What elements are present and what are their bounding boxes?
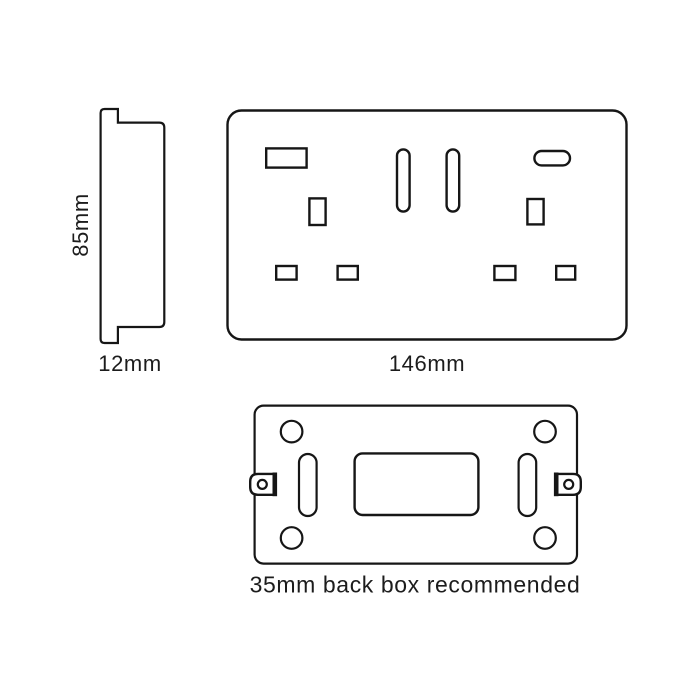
fixing-hole-top-left	[279, 419, 304, 444]
fixing-hole-top-right	[533, 419, 557, 444]
backbox-caption: 35mm back box recommended	[249, 571, 581, 598]
live-pin-slot-left	[275, 264, 298, 281]
rocker-switch-left	[395, 148, 411, 213]
screw-lug-left	[249, 472, 276, 496]
mounting-slot-right	[517, 452, 538, 518]
earth-pin-slot-left	[308, 197, 327, 227]
side-profile-outline	[99, 107, 166, 345]
side-profile-view	[99, 107, 166, 345]
height-dimension-label: 85mm	[68, 193, 93, 257]
mounting-slot-left	[297, 452, 318, 518]
usb-c-port	[533, 149, 572, 167]
rocker-switch-right	[445, 148, 461, 213]
depth-dimension-label: 12mm	[98, 351, 162, 376]
neutral-pin-slot-right	[555, 264, 577, 281]
terminal-housing	[353, 452, 480, 517]
front-faceplate-view	[226, 109, 628, 341]
screw-hole-left	[256, 478, 268, 490]
fixing-hole-bottom-left	[279, 526, 304, 550]
usb-a-port	[265, 147, 308, 169]
faceplate-outline	[226, 109, 628, 341]
width-dimension-label: 146mm	[388, 351, 466, 376]
fixing-hole-bottom-right	[533, 526, 557, 550]
screw-hole-right	[563, 478, 575, 490]
back-box-view	[249, 404, 582, 565]
earth-pin-slot-right	[526, 197, 545, 226]
neutral-pin-slot-left	[336, 264, 360, 281]
screw-lug-right	[555, 472, 582, 496]
live-pin-slot-right	[493, 264, 517, 282]
